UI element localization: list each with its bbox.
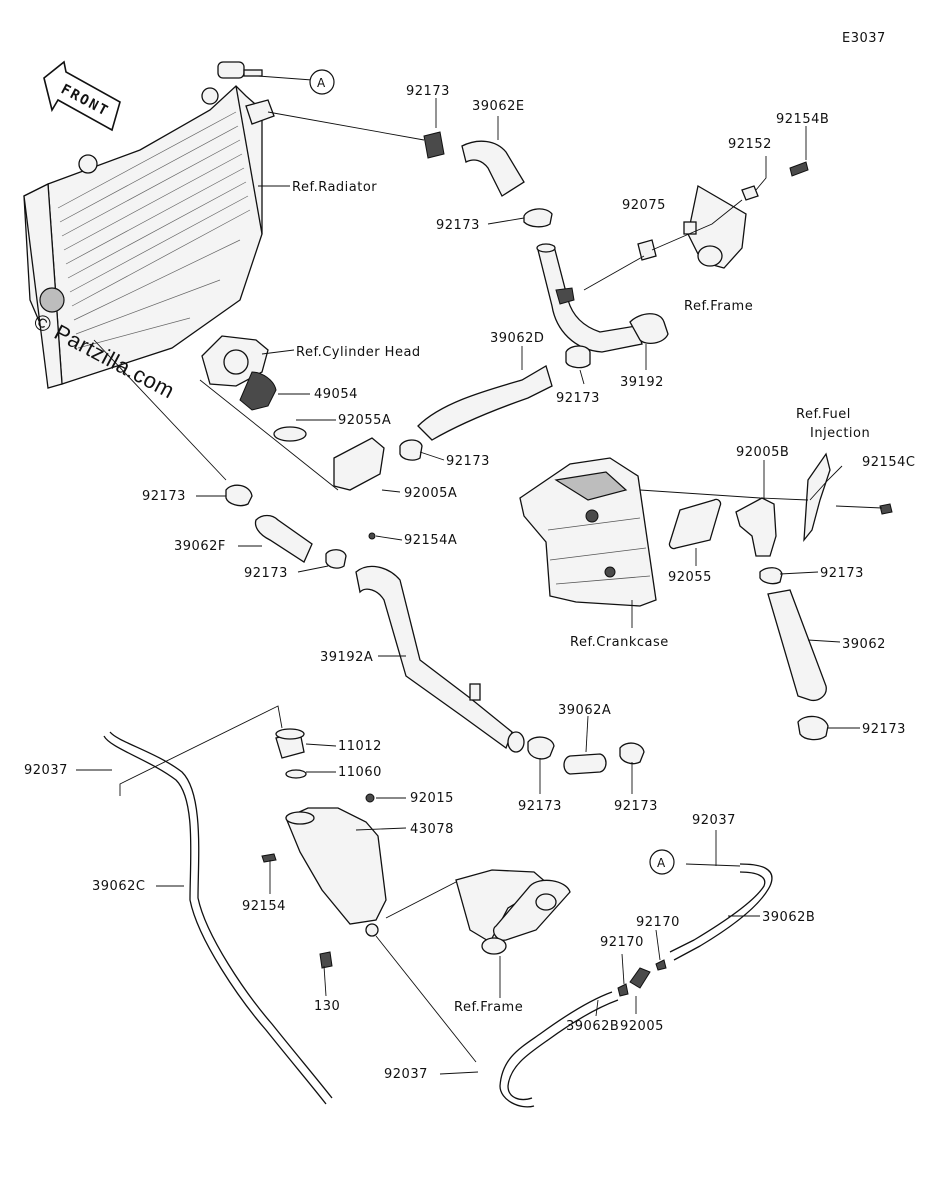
callout-a-bottom: A bbox=[649, 849, 675, 875]
label-92173-a: 92173 bbox=[406, 84, 450, 99]
label-92055A: 92055A bbox=[338, 413, 391, 428]
label-92154A: 92154A bbox=[404, 533, 457, 548]
hose-39062-drawing bbox=[767, 589, 827, 702]
label-92055: 92055 bbox=[668, 570, 712, 585]
label-92173-g: 92173 bbox=[820, 566, 864, 581]
label-92005A: 92005A bbox=[404, 486, 457, 501]
label-92173-i: 92173 bbox=[518, 799, 562, 814]
label-92154C: 92154C bbox=[862, 455, 915, 470]
label-92037-b: 92037 bbox=[692, 813, 736, 828]
label-92170-b: 92170 bbox=[600, 935, 644, 950]
callout-a-bottom-label: A bbox=[657, 856, 666, 870]
label-92152: 92152 bbox=[728, 137, 772, 152]
label-92037-a: 92037 bbox=[24, 763, 68, 778]
label-39062F: 39062F bbox=[174, 539, 226, 554]
label-39192A: 39192A bbox=[320, 650, 373, 665]
frame-bracket-top-drawing bbox=[637, 161, 809, 269]
label-92015: 92015 bbox=[410, 791, 454, 806]
frame-bottom-drawing bbox=[455, 869, 571, 955]
leader-lines bbox=[76, 75, 883, 1075]
label-ref-fuel-2: Injection bbox=[810, 426, 870, 441]
clamp-92173-d-drawing bbox=[565, 345, 591, 369]
label-39062B-b: 39062B bbox=[566, 1019, 619, 1034]
label-92173-d: 92173 bbox=[556, 391, 600, 406]
label-92037-c: 92037 bbox=[384, 1067, 428, 1082]
reservoir-tank-drawing bbox=[261, 728, 387, 969]
label-92173-e: 92173 bbox=[142, 489, 186, 504]
hose-39062D-drawing bbox=[417, 365, 553, 441]
fitting-92005B-drawing bbox=[735, 452, 893, 585]
gasket-92055-drawing bbox=[668, 498, 722, 550]
label-92154: 92154 bbox=[242, 899, 286, 914]
label-11060: 11060 bbox=[338, 765, 382, 780]
crankcase-drawing bbox=[519, 457, 657, 607]
clamp-92173-g-drawing bbox=[797, 715, 829, 741]
label-92075: 92075 bbox=[622, 198, 666, 213]
label-39062E: 39062E bbox=[472, 99, 525, 114]
label-ref-crankcase: Ref.Crankcase bbox=[570, 635, 669, 650]
hose-39062E-drawing bbox=[423, 131, 525, 197]
pipe-39192A-drawing bbox=[355, 565, 525, 753]
label-39062D: 39062D bbox=[490, 331, 544, 346]
label-92170-a: 92170 bbox=[636, 915, 680, 930]
hose-39062C-drawing bbox=[103, 735, 327, 1105]
hose-39062F-drawing bbox=[225, 484, 347, 569]
thermostat-housing-drawing bbox=[201, 335, 385, 540]
label-92173-j: 92173 bbox=[614, 799, 658, 814]
clamp-92173-b-drawing bbox=[523, 208, 553, 228]
clamp-92173-j-drawing bbox=[619, 742, 645, 765]
callout-a-top-label: A bbox=[317, 76, 326, 90]
radiator-drawing bbox=[23, 61, 275, 389]
label-11012: 11012 bbox=[338, 739, 382, 754]
clamp-92173-c-drawing bbox=[399, 439, 423, 461]
label-ref-frame-bottom: Ref.Frame bbox=[454, 1000, 523, 1015]
label-92154B: 92154B bbox=[776, 112, 829, 127]
label-92173-f: 92173 bbox=[244, 566, 288, 581]
hose-39062B-drawing bbox=[499, 863, 773, 1108]
label-ref-radiator: Ref.Radiator bbox=[292, 180, 377, 195]
label-92005: 92005 bbox=[620, 1019, 664, 1034]
label-39062C: 39062C bbox=[92, 879, 145, 894]
pipe-39192-drawing bbox=[536, 243, 669, 353]
label-92173-c: 92173 bbox=[446, 454, 490, 469]
label-39062A: 39062A bbox=[558, 703, 611, 718]
label-49054: 49054 bbox=[314, 387, 358, 402]
clamp-92173-h-drawing bbox=[527, 736, 555, 760]
label-39062: 39062 bbox=[842, 637, 886, 652]
hose-39062A-drawing bbox=[563, 753, 607, 775]
label-ref-cylinder-head: Ref.Cylinder Head bbox=[296, 345, 421, 360]
callout-a-top: A bbox=[309, 69, 335, 95]
diagram-code: E3037 bbox=[842, 31, 886, 46]
label-92005B: 92005B bbox=[736, 445, 789, 460]
front-arrow-icon: FRONT bbox=[43, 60, 121, 132]
label-ref-fuel-1: Ref.Fuel bbox=[796, 407, 851, 422]
label-39062B-a: 39062B bbox=[762, 910, 815, 925]
label-43078: 43078 bbox=[410, 822, 454, 837]
label-92173-b: 92173 bbox=[436, 218, 480, 233]
label-92173-h: 92173 bbox=[862, 722, 906, 737]
label-130: 130 bbox=[314, 999, 340, 1014]
label-39192: 39192 bbox=[620, 375, 664, 390]
label-ref-frame-top: Ref.Frame bbox=[684, 299, 753, 314]
